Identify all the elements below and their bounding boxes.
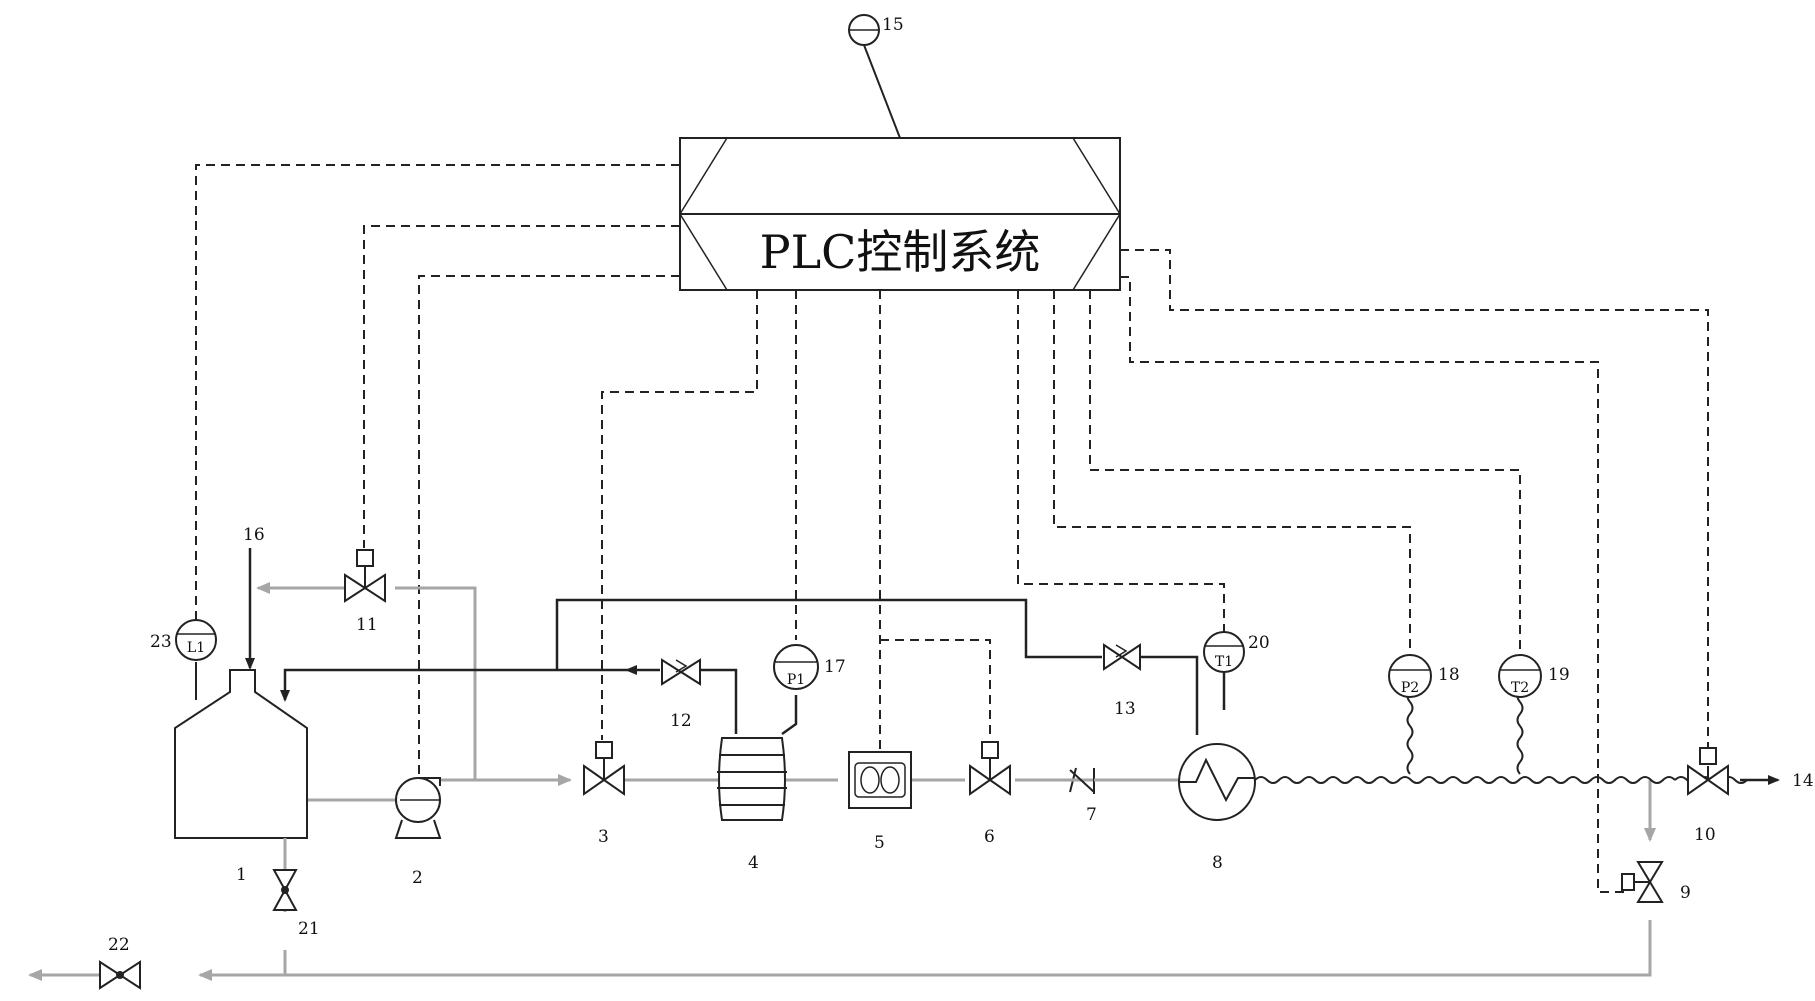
indicator-15: 15 [848,14,904,139]
storage-tank: 1 [174,669,308,885]
pressure-sensor-p1: P1 17 [773,644,846,690]
pressure-sensor-p2: P2 18 [1388,654,1460,698]
valve-21: 21 [272,869,320,939]
heat-exchanger: 8 [1178,743,1256,873]
label-19: 19 [1548,665,1570,685]
label-13: 13 [1114,699,1136,719]
label-10: 10 [1694,825,1716,845]
temperature-sensor-t1: T1 20 [1203,631,1270,673]
valve-13: 13 [1103,643,1141,719]
label-3: 3 [598,827,609,847]
label-5: 5 [874,833,885,853]
level-sensor-l1: L1 23 [150,619,217,700]
pump: 2 [394,777,442,888]
label-22: 22 [108,935,130,955]
label-18: 18 [1438,665,1460,685]
label-17: 17 [824,657,846,677]
plc-control-system: PLC控制系统 [679,137,1121,291]
label-15: 15 [882,15,904,35]
label-7: 7 [1086,805,1097,825]
label-14: 14 [1792,771,1814,791]
label-16: 16 [243,525,265,545]
valve-9: 9 [1621,861,1691,903]
label-20: 20 [1248,633,1270,653]
valve-22: 22 [99,935,141,990]
label-1: 1 [236,865,247,885]
label-21: 21 [298,919,320,939]
instr-p2: P2 [1401,680,1419,696]
filter-drum: 4 [717,737,787,873]
valve-6: 6 [969,741,1011,847]
instr-p1: P1 [787,672,805,688]
valve-10: 10 [1687,747,1729,845]
return-pipes [245,548,1226,736]
valve-3: 3 [583,741,625,847]
instr-t2: T2 [1511,680,1529,696]
label-8: 8 [1212,853,1223,873]
check-valve-7: 7 [1060,767,1178,825]
label-11: 11 [356,615,378,635]
signal-lines [195,164,1709,893]
instr-t1: T1 [1215,654,1233,670]
flow-meter: 5 [848,751,912,853]
label-2: 2 [412,868,423,888]
gray-pipes [28,582,1656,981]
label-4: 4 [748,853,759,873]
temperature-sensor-t2: T2 19 [1498,654,1570,698]
heat-traced-line [1254,776,1676,784]
plc-title: PLC控制系统 [760,225,1041,279]
label-23: 23 [150,632,172,652]
valve-12: 12 [661,658,701,731]
label-6: 6 [984,827,995,847]
instr-l1: L1 [187,640,205,656]
valve-11: 11 [344,549,386,635]
label-9: 9 [1680,883,1691,903]
label-12: 12 [670,711,692,731]
